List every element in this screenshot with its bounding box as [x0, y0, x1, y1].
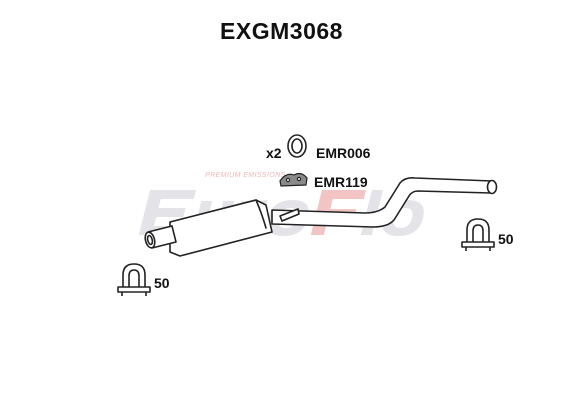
- u-bolt-clamp-left-icon: [117, 263, 151, 296]
- right-clamp-size-label: 50: [498, 231, 514, 247]
- gasket-quantity-label: x2: [266, 145, 282, 161]
- hanger-code-label: EMR119: [314, 174, 368, 190]
- left-clamp-size-label: 50: [154, 275, 170, 291]
- gasket-ring-icon: [287, 134, 307, 158]
- rubber-hanger-icon: [279, 172, 308, 187]
- part-number-title: EXGM3068: [220, 18, 343, 44]
- watermark-tagline: PREMIUM EMISSIONS: [205, 172, 286, 179]
- gasket-code-label: EMR006: [316, 145, 371, 161]
- u-bolt-clamp-right-icon: [461, 218, 495, 251]
- exhaust-middle-silencer-icon: [144, 177, 498, 257]
